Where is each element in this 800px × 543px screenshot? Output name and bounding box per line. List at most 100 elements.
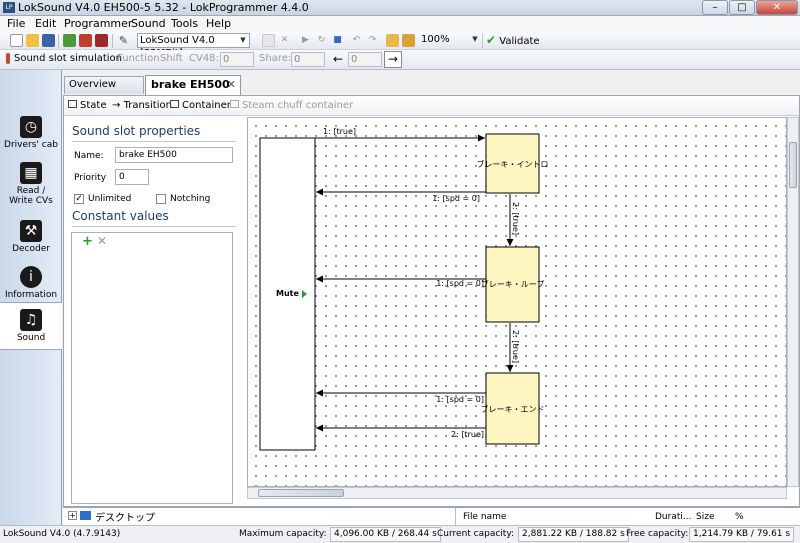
shift-label[interactable]: Shift [160,53,183,64]
state-diagram-canvas[interactable]: Mute ブレーキ・イントロ ブレーキ・ループ ブレーキ・エンド 1: [tru… [247,117,787,487]
subtab-steam-chuff[interactable]: Steam chuff container [230,100,353,111]
constant-values-list[interactable]: + ✕ [71,232,233,504]
nav-read-write-cvs[interactable]: ▦ Read / Write CVs [0,162,62,206]
tab-brake-eh500[interactable]: brake EH500 ✕ [145,75,241,95]
current-capacity-value: 2,881.22 KB / 188.82 s [518,527,629,542]
export-icon[interactable] [79,34,92,47]
column-percent[interactable]: % [735,512,744,522]
properties-panel: Sound slot properties Name: brake EH500 … [66,118,240,504]
arrow-right-icon: → [112,100,121,111]
mute-label: Mute [276,289,299,298]
arrow-left-icon[interactable]: ← [333,52,344,66]
wrench-icon[interactable]: ✎ [118,34,129,47]
stop-icon[interactable]: ■ [333,35,342,45]
menu-file[interactable]: File [7,17,26,30]
vertical-scrollbar[interactable] [787,117,799,487]
add-constant-icon[interactable]: + [82,234,93,249]
step-spinner[interactable]: 0 [348,52,382,67]
copy-icon[interactable] [262,34,275,47]
column-size[interactable]: Size [696,512,715,522]
menu-edit[interactable]: Edit [35,17,57,30]
save-icon[interactable] [42,34,55,47]
divider [72,141,236,142]
subtab-container[interactable]: Container [170,100,231,111]
undo-icon[interactable]: ↶ [352,35,361,45]
sound-icon: ♫ [20,309,42,331]
priority-label: Priority [74,173,107,183]
column-file-name[interactable]: File name [463,512,507,522]
open-folder-icon[interactable] [26,34,39,47]
notching-checkbox[interactable] [156,194,166,204]
vertical-scroll-thumb[interactable] [789,142,797,188]
checkmark-icon: ✔ [486,33,497,47]
unlimited-checkbox[interactable]: ✓ [74,194,84,204]
play-icon[interactable]: ▶ [302,35,309,45]
free-capacity-label: Free capacity: [626,529,689,539]
nav-decoder[interactable]: ⚒ Decoder [0,220,62,254]
new-file-icon[interactable] [10,34,23,47]
delete-icon[interactable]: ✕ [280,35,289,45]
tree-desktop[interactable]: デスクトップ [95,513,155,524]
export-sound-icon[interactable] [95,34,108,47]
share-label: Share: [259,53,292,64]
validate-button[interactable]: ✔ Validate [486,33,540,47]
sound-slot-simulation-button[interactable]: Sound slot simulation [14,53,123,64]
priority-spinner[interactable]: 0 [115,169,149,185]
transition-label: 1: [spd = 0] [436,279,484,288]
name-field[interactable]: brake EH500 [115,147,233,163]
column-duration[interactable]: Durati... [655,512,692,522]
share-spinner[interactable]: 0 [291,52,325,67]
menu-help[interactable]: Help [206,17,232,30]
desktop-icon [80,511,91,520]
menu-tools[interactable]: Tools [171,17,199,30]
function-label[interactable]: Function [117,53,160,64]
state-brake-end[interactable]: ブレーキ・エンド [481,372,545,445]
window-title: LokSound V4.0 EH500-5 5.32 - LokProgramm… [18,1,309,14]
toolbar-separator [112,34,113,48]
read-write-cvs-icon: ▦ [20,162,42,184]
nav-drivers-cab-label: Drivers' cab [4,140,58,150]
title-bar: LP LokSound V4.0 EH500-5 5.32 - LokProgr… [0,0,800,16]
arrange-icon[interactable] [386,34,399,47]
state-diagram: Mute ブレーキ・イントロ ブレーキ・ループ ブレーキ・エンド 1: [tru… [259,127,549,451]
nav-information[interactable]: i Information [0,266,62,300]
state-brake-loop-label: ブレーキ・ループ [481,279,545,289]
expand-icon[interactable]: + [68,511,77,520]
left-navigation: ◷ Drivers' cab ▦ Read / Write CVs ⚒ Deco… [0,70,62,525]
close-tab-icon[interactable]: ✕ [226,78,236,91]
arrow-right-icon[interactable]: → [384,51,402,68]
nav-drivers-cab[interactable]: ◷ Drivers' cab [0,116,62,150]
redo-icon[interactable]: ↷ [368,35,377,45]
group-icon[interactable] [402,34,415,47]
menu-sound[interactable]: Sound [131,17,166,30]
remove-constant-icon[interactable]: ✕ [97,234,108,248]
state-brake-intro[interactable]: ブレーキ・イントロ [477,133,549,194]
tab-brake-eh500-label: brake EH500 [151,78,230,91]
horizontal-scrollbar[interactable] [247,487,787,499]
menu-programmer[interactable]: Programmer [64,17,133,30]
transition-label: 2: [true] [511,202,520,235]
tab-overview[interactable]: Overview [64,76,144,94]
zoom-select[interactable]: 100%▼ [419,33,481,48]
horizontal-scroll-thumb[interactable] [258,489,344,497]
refresh-icon[interactable]: ↻ [317,35,326,45]
subtab-state[interactable]: State [68,100,106,111]
maximize-button[interactable]: □ [729,0,755,15]
divider [455,508,456,526]
minimize-button[interactable]: – [702,0,728,15]
state-brake-end-label: ブレーキ・エンド [481,404,545,414]
subtab-transition[interactable]: → Transition [112,100,172,111]
decoder-select[interactable]: LokSound V4.0 [32MBit]▼ [137,33,250,59]
chevron-down-icon: ▼ [472,35,478,43]
cv48-spinner[interactable]: 0 [220,52,254,67]
state-brake-loop[interactable]: ブレーキ・ループ [481,246,545,323]
notching-label: Notching [170,194,211,204]
toolbar-separator [58,34,59,48]
close-button[interactable]: ✕ [756,0,798,15]
import-icon[interactable] [63,34,76,47]
name-label: Name: [74,151,104,161]
nav-sound[interactable]: ♫ Sound [0,302,62,350]
sound-file-browser: + デスクトップ File name Durati... Size % [63,507,800,526]
transition-label: 1: [spd = 0] [436,395,484,404]
divider [72,226,236,227]
